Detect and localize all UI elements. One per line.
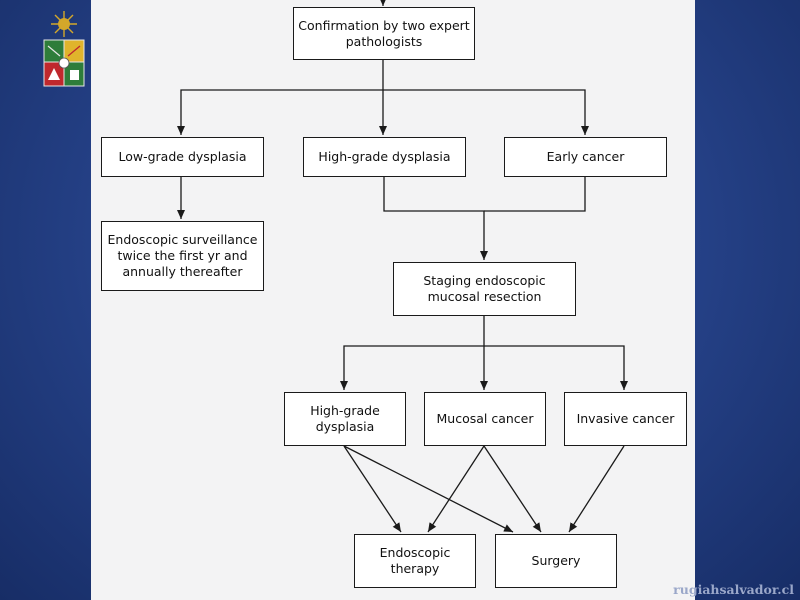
watermark-text: rugiahsalvador.cl bbox=[673, 582, 794, 597]
edge-confirmation-to-early-cancer bbox=[383, 89, 589, 135]
node-endoscopic-therapy: Endoscopic therapy bbox=[354, 534, 476, 588]
node-early-cancer: Early cancer bbox=[504, 137, 667, 177]
university-logo bbox=[42, 6, 86, 90]
node-surgery: Surgery bbox=[495, 534, 617, 588]
edge-high-grade-top-to-staging bbox=[383, 177, 488, 260]
coat-of-arms-icon bbox=[43, 39, 85, 87]
edge-staging-to-high-grade-bottom bbox=[340, 316, 485, 390]
edge-early-cancer-to-staging bbox=[484, 177, 586, 212]
node-high-grade-dysplasia-bottom: High-grade dysplasia bbox=[284, 392, 406, 446]
node-mucosal-cancer: Mucosal cancer bbox=[424, 392, 546, 446]
node-low-grade-dysplasia: Low-grade dysplasia bbox=[101, 137, 264, 177]
node-staging-resection: Staging endoscopic mucosal resection bbox=[393, 262, 576, 316]
edge-mucosal-cancer-to-endoscopic-therapy bbox=[427, 445, 485, 533]
node-endoscopic-surveillance: Endoscopic surveillance twice the first … bbox=[101, 221, 264, 291]
edge-mucosal-cancer-to-surgery bbox=[483, 445, 542, 533]
node-confirmation: Confirmation by two expert pathologists bbox=[293, 7, 475, 60]
node-high-grade-dysplasia-top: High-grade dysplasia bbox=[303, 137, 466, 177]
edge-high-grade-bottom-to-endoscopic-therapy bbox=[343, 445, 402, 533]
edge-high-grade-bottom-to-surgery bbox=[343, 445, 514, 533]
node-invasive-cancer: Invasive cancer bbox=[564, 392, 687, 446]
edge-invasive-cancer-to-surgery bbox=[568, 445, 625, 533]
edge-confirmation-to-low-grade bbox=[177, 60, 384, 135]
edges-layer bbox=[177, 0, 628, 533]
sun-emblem-icon bbox=[51, 11, 77, 37]
edge-staging-to-invasive-cancer bbox=[484, 345, 628, 390]
flowchart-panel: Confirmation by two expert pathologists … bbox=[91, 0, 695, 600]
